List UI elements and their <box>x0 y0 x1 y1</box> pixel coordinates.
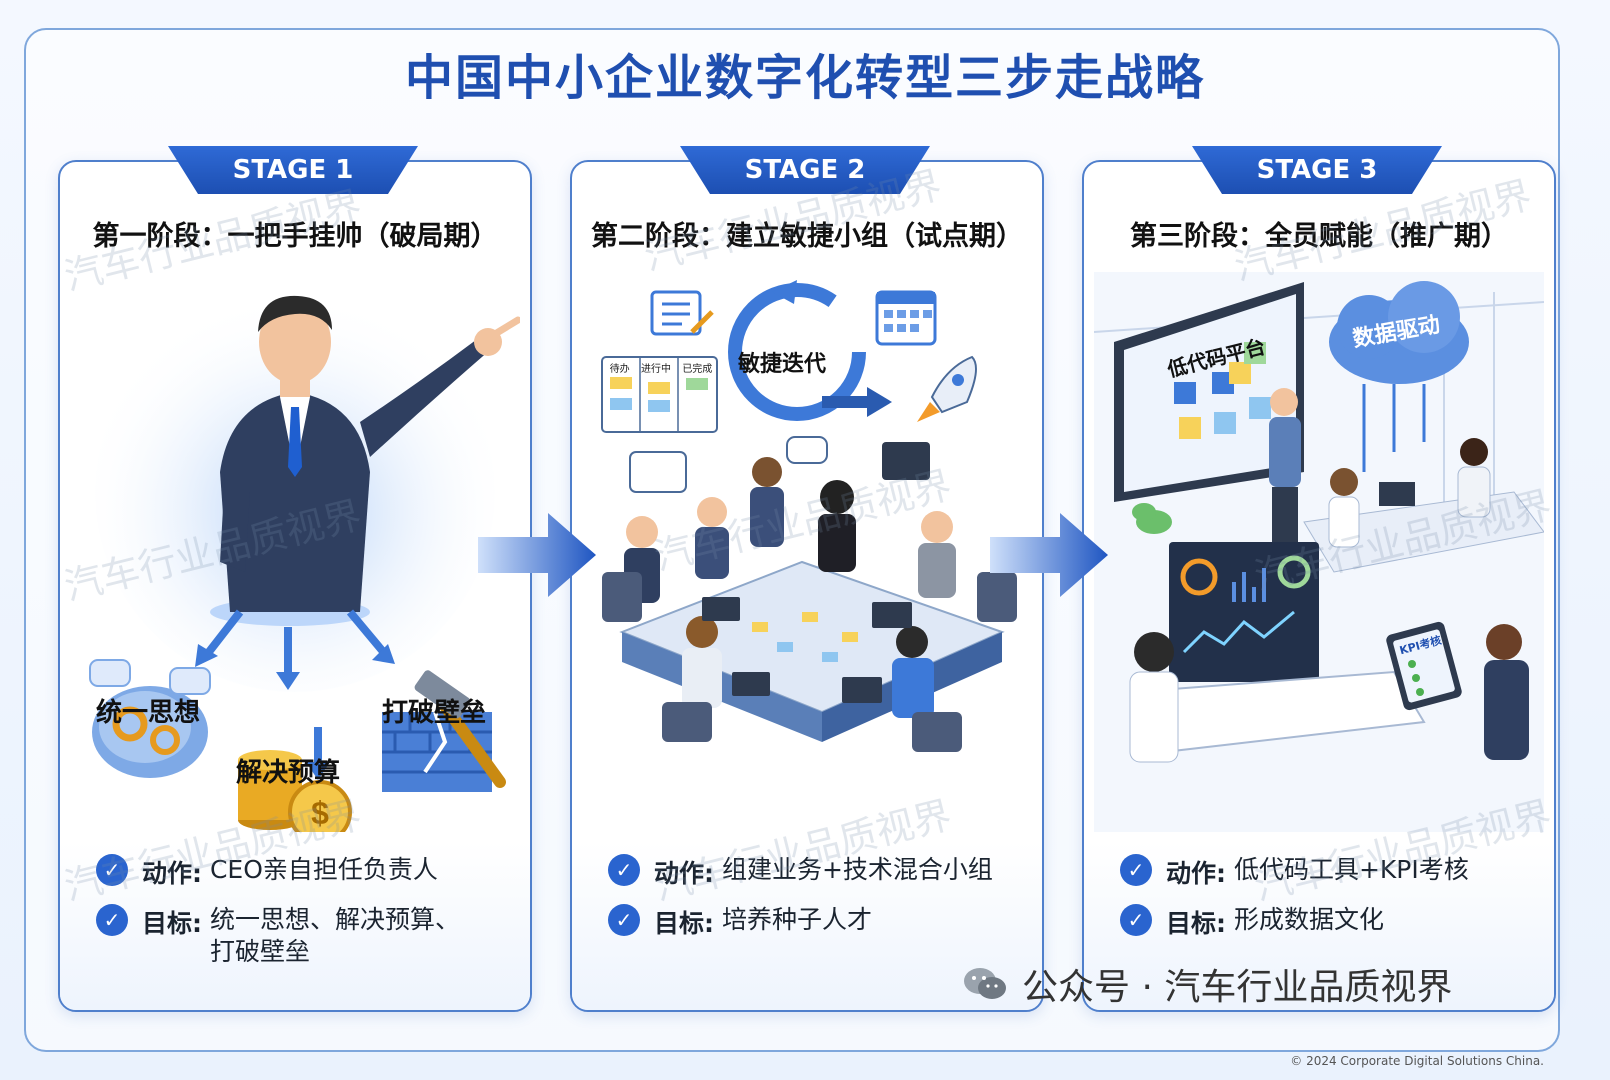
stage-1-action-row: ✓ 动作: CEO亲自担任负责人 <box>96 854 438 890</box>
goal-label: 目标: <box>1166 909 1226 938</box>
stage-2-illustration <box>601 280 1017 752</box>
check-icon: ✓ <box>1120 854 1152 886</box>
kanban-headers: 待办 进行中 已完成 <box>604 360 718 375</box>
stage-3-title: 第三阶段：全员赋能（推广期） <box>1130 221 1508 252</box>
stage-1-title: 第一阶段：一把手挂帅（破局期） <box>92 221 498 252</box>
coins-icon: $ <box>238 727 352 832</box>
dashboard-monitor-icon <box>1169 542 1319 682</box>
agile-cycle-icon <box>728 280 892 421</box>
kanban-doing: 进行中 <box>640 364 671 375</box>
icon-label-barrier: 打破壁垒 <box>382 698 487 728</box>
rocket-icon <box>917 355 977 422</box>
checklist-icon <box>650 290 714 336</box>
goal-label: 目标: <box>142 909 202 938</box>
icon-label-unify: 统一思想 <box>96 698 201 728</box>
action-label: 动作: <box>1166 859 1226 888</box>
stage-3-goal-row: ✓ 目标: 形成数据文化 <box>1120 904 1384 940</box>
wall-hammer-icon <box>382 670 506 792</box>
action-label: 动作: <box>142 859 202 888</box>
goal-text: 培养种子人才 <box>721 905 872 934</box>
stage-1-goal-row: ✓ 目标: 统一思想、解决预算、 打破壁垒 <box>96 904 460 968</box>
footer-text: 公众号 · 汽车行业品质视界 <box>1022 967 1453 1008</box>
check-icon: ✓ <box>1120 904 1152 936</box>
agile-iteration-label: 敏捷迭代 <box>738 352 827 377</box>
stage-3-illustration <box>1094 272 1544 832</box>
kanban-done: 已完成 <box>682 364 713 375</box>
ceo-figure-icon <box>210 295 520 626</box>
stage-2-summary: ✓ 动作: 组建业务+技术混合小组 ✓ 目标: 培养种子人才 <box>572 842 1042 1010</box>
footer: 公众号 · 汽车行业品质视界 <box>962 958 1452 1010</box>
action-text: 组建业务+技术混合小组 <box>721 855 993 884</box>
check-icon: ✓ <box>96 854 128 886</box>
svg-text:$: $ <box>311 795 329 831</box>
page-title: 中国中小企业数字化转型三步走战略 <box>404 50 1205 106</box>
check-icon: ✓ <box>608 904 640 936</box>
kanban-todo: 待办 <box>609 364 630 375</box>
stage-3-panel: 第三阶段：全员赋能（推广期） <box>1082 160 1556 1012</box>
stage-1-panel: 第一阶段：一把手挂帅（破局期） <box>58 160 532 1012</box>
action-label: 动作: <box>654 859 714 888</box>
stage-2-panel: 第二阶段：建立敏捷小组（试点期） <box>570 160 1044 1012</box>
stage-3-tab: STAGE 3 <box>1192 146 1442 194</box>
brain-gears-icon <box>89 659 211 778</box>
action-text: CEO亲自担任负责人 <box>209 855 438 884</box>
stage-1-tab: STAGE 1 <box>168 146 418 194</box>
goal-text: 形成数据文化 <box>1233 905 1384 934</box>
check-icon: ✓ <box>96 904 128 936</box>
goal-text: 统一思想、解决预算、 打破壁垒 <box>209 905 460 966</box>
stage-2-action-row: ✓ 动作: 组建业务+技术混合小组 <box>608 854 993 890</box>
stage-3-action-row: ✓ 动作: 低代码工具+KPI考核 <box>1120 854 1469 890</box>
low-code-screen-icon <box>1114 282 1304 502</box>
action-text: 低代码工具+KPI考核 <box>1233 855 1469 884</box>
kanban-board-icon <box>601 356 718 433</box>
goal-label: 目标: <box>654 909 714 938</box>
stage-1-summary: ✓ 动作: CEO亲自担任负责人 ✓ 目标: 统一思想、解决预算、 打破壁垒 <box>60 842 530 1010</box>
stage-3-summary: ✓ 动作: 低代码工具+KPI考核 ✓ 目标: 形成数据文化 <box>1084 842 1554 1010</box>
copyright: © 2024 Corporate Digital Solutions China… <box>1290 1054 1544 1068</box>
team-meeting-icon <box>602 436 1017 752</box>
cloud-data-icon <box>1329 281 1469 472</box>
icon-label-budget: 解决预算 <box>236 758 341 788</box>
kpi-tablet-icon <box>1386 621 1462 711</box>
stage-1-illustration: $ <box>89 292 520 832</box>
stage-2-tab: STAGE 2 <box>680 146 930 194</box>
stage-2-goal-row: ✓ 目标: 培养种子人才 <box>608 904 872 940</box>
stage-2-title: 第二阶段：建立敏捷小组（试点期） <box>591 221 1023 252</box>
stage-arrow-icon <box>990 513 1108 597</box>
wechat-icon <box>964 968 1006 999</box>
stage-arrow-icon <box>478 513 596 597</box>
calendar-icon <box>875 290 937 346</box>
check-icon: ✓ <box>608 854 640 886</box>
